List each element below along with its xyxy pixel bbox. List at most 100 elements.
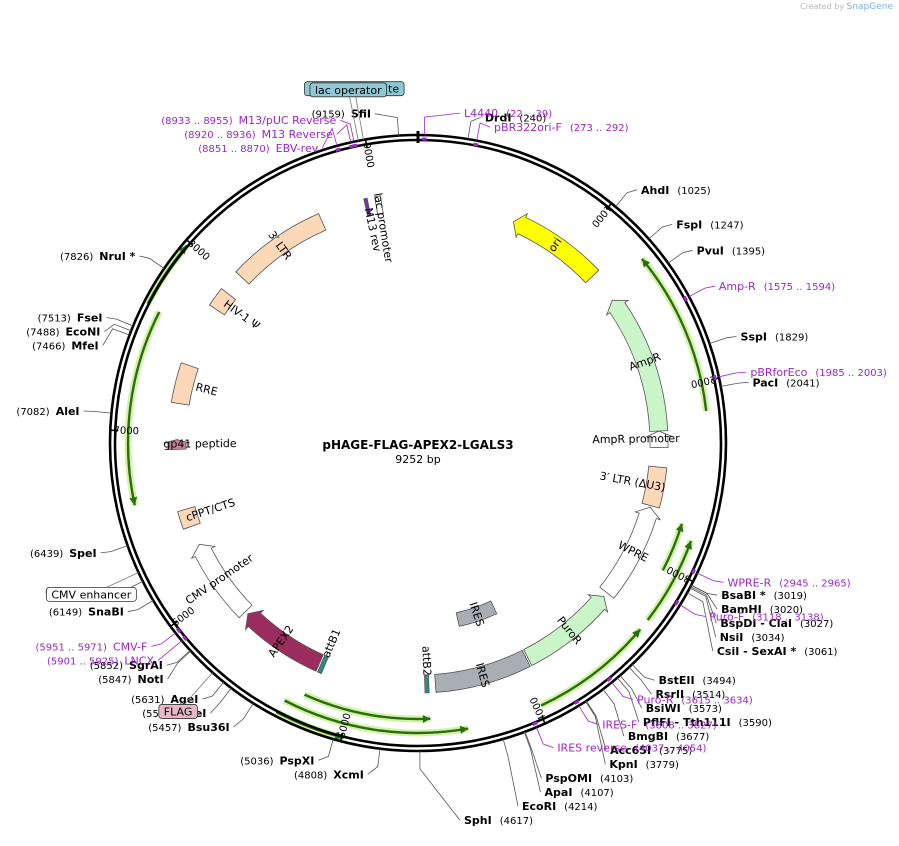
feature-shape	[163, 439, 191, 451]
site-bamhi[interactable]: BamHI(3020)	[691, 584, 803, 616]
feature-3-ltr-u3[interactable]: 3′ LTR (ΔU3)	[599, 465, 668, 509]
feature-apex2[interactable]: APEX2	[244, 609, 324, 672]
site-ahdi[interactable]: AhdI(1025)	[615, 184, 711, 207]
site-position: (4107)	[580, 788, 613, 799]
site-fsei[interactable]: FseI(7513)	[38, 312, 134, 327]
primer-m13-reverse[interactable]: M13 Reverse(8920 .. 8936)	[184, 124, 355, 149]
site-rsrii[interactable]: RsrII(3514)	[628, 667, 725, 701]
site-paci[interactable]: PacI(2041)	[720, 376, 820, 389]
primer-lncx[interactable]: LNCX(5901 .. 5925)	[47, 635, 188, 667]
feature-wpre[interactable]: WPRE	[599, 506, 662, 599]
feature-ampr-promoter[interactable]: AmpR promoter	[592, 430, 680, 449]
site-name: NsiI	[720, 631, 744, 644]
site-bmgbi[interactable]: BmgBI(3677)	[602, 688, 709, 743]
site-sfii[interactable]: SfiI(9159)	[312, 108, 399, 136]
boxed-cmv-enhancer[interactable]: CMV enhancer	[45, 572, 139, 602]
site-acc65i[interactable]: Acc65I(3775)	[585, 700, 692, 757]
feature-ori[interactable]: ori	[513, 212, 600, 284]
site-pspxi[interactable]: PspXI(5036)	[240, 738, 334, 767]
feature-cppt-cts[interactable]: cPPT/CTS	[177, 496, 237, 530]
primer-l4440[interactable]: L4440(22 .. 39)	[421, 107, 552, 141]
site-bsteii[interactable]: BstEII(3494)	[631, 664, 736, 687]
feature-shape	[190, 543, 253, 619]
primer-puro-r[interactable]: Puro-R(3615 .. 3634)	[606, 676, 753, 707]
site-sphi[interactable]: SphI(4617)	[419, 750, 533, 827]
feature-attb1[interactable]: attB1	[316, 627, 344, 675]
site-nsii[interactable]: NsiI(3034)	[689, 587, 785, 644]
site-drdi[interactable]: DrdI(240)	[467, 111, 546, 140]
site-bsu36i[interactable]: Bsu36I(5457)	[148, 702, 254, 734]
orf-arc	[641, 258, 708, 412]
feature-rre[interactable]: RRE	[170, 362, 219, 406]
feature-ires[interactable]: IRES	[455, 600, 498, 628]
site-position: (7513)	[38, 314, 71, 325]
site-name: EcoRI	[522, 800, 556, 813]
feature-ampr[interactable]: AmpR	[605, 299, 669, 432]
primer-pbrforeco[interactable]: pBRforEco(1985 .. 2003)	[712, 366, 887, 381]
primer-leader	[718, 371, 747, 378]
boxed-flag[interactable]: FLAG	[158, 672, 214, 719]
site-alei[interactable]: AleI(7082)	[16, 405, 112, 418]
site-kpni[interactable]: KpnI(3779)	[585, 701, 679, 771]
feature-attb2[interactable]: attB2	[419, 646, 433, 694]
primer-ires-f[interactable]: IRES-F(3808 .. 3827)	[573, 699, 717, 731]
feature-ires[interactable]: IRES	[434, 649, 531, 693]
primer-m13-puc-reverse[interactable]: M13/pUC Reverse(8933 .. 8955)	[161, 114, 358, 148]
site-econi[interactable]: EcoNI (7488)	[26, 323, 132, 339]
site-csii-sexai[interactable]: CsiI - SexAI * (3061)	[686, 592, 838, 658]
site-pspomi[interactable]: PspOMI(4103)	[524, 731, 633, 785]
boxed-label: lac operator	[315, 84, 382, 97]
tick-label: 8000	[185, 238, 211, 263]
site-pflfi-tth111i[interactable]: PflFI - Tth111I(3590)	[616, 677, 772, 729]
primer-mark	[348, 144, 355, 149]
site-name: PvuI	[697, 244, 724, 257]
site-nrui[interactable]: NruI *(7826)	[60, 250, 165, 269]
site-sspi[interactable]: SspI(1829)	[709, 330, 809, 344]
site-position: (4103)	[600, 774, 633, 785]
primer-wpre-r[interactable]: WPRE-R(2945 .. 2965)	[691, 568, 851, 589]
site-snabi[interactable]: SnaBI(6149)	[49, 600, 154, 619]
site-xcmi[interactable]: XcmI(4808)	[294, 748, 381, 782]
site-position: (3677)	[676, 732, 709, 743]
primer-cmv-f[interactable]: CMV-F(5951 .. 5971)	[36, 627, 182, 653]
site-fspi[interactable]: FspI(1247)	[648, 218, 744, 240]
site-position: (4214)	[564, 802, 597, 813]
boxed-lac-operator[interactable]: lac operator	[309, 82, 388, 141]
site-position: (3061)	[804, 647, 837, 658]
boxed-frame	[45, 586, 137, 602]
site-apai[interactable]: ApaI(4107)	[523, 731, 614, 799]
site-spei[interactable]: SpeI(6439)	[30, 545, 128, 560]
feature-gp41-peptide[interactable]: gp41 peptide	[163, 437, 237, 451]
primer-position: (3615 .. 3634)	[681, 696, 753, 707]
primer-amp-r[interactable]: Amp-R(1575 .. 1594)	[682, 280, 835, 302]
feature-puror[interactable]: PuroR	[523, 594, 609, 667]
tick-mark	[339, 733, 344, 743]
site-name: EcoNI	[66, 326, 101, 339]
primer-ebv-rev[interactable]: EBV-rev(8851 .. 8870)	[198, 127, 341, 156]
site-bspdi-clai[interactable]: BspDI - ClaI(3027)	[690, 586, 834, 631]
site-name: CsiI - SexAI *	[717, 645, 797, 658]
site-ecori[interactable]: EcoRI (4214)	[502, 738, 598, 813]
site-name: BspDI - ClaI	[720, 617, 792, 630]
site-position: (3590)	[739, 718, 772, 729]
feature-cmv-promoter[interactable]: CMV promoter	[183, 543, 256, 619]
primer-name: M13/pUC Reverse	[239, 114, 337, 127]
feature-3-ltr[interactable]: 3′ LTR	[235, 213, 327, 285]
primer-pbr322ori-f[interactable]: pBR322ori-F(273 .. 292)	[473, 121, 629, 147]
site-sgrai[interactable]: SgrAI(5852)	[90, 650, 191, 672]
site-bsiwi[interactable]: BsiWI(3573)	[619, 675, 722, 716]
site-noti[interactable]: NotI(5847)	[98, 650, 192, 686]
feature-hiv-1[interactable]: HIV-1 Ψ	[208, 287, 263, 333]
site-position: (3020)	[770, 605, 803, 616]
orf-arrowhead	[129, 496, 138, 506]
feature-shape	[513, 212, 600, 284]
primer-ires-reverse[interactable]: IRES reverse(4037 .. 4054)	[531, 721, 707, 755]
primer-puro-f[interactable]: Puro-F(3118 .. 3138)	[674, 599, 824, 624]
primer-mark	[691, 568, 696, 575]
primer-leader	[423, 112, 461, 136]
site-name: FspI	[676, 218, 702, 231]
site-pvui[interactable]: PvuI(1395)	[667, 244, 765, 264]
site-leader	[233, 702, 254, 728]
site-mfei[interactable]: MfeI(7466)	[32, 328, 130, 353]
site-position: (7488)	[26, 328, 59, 339]
